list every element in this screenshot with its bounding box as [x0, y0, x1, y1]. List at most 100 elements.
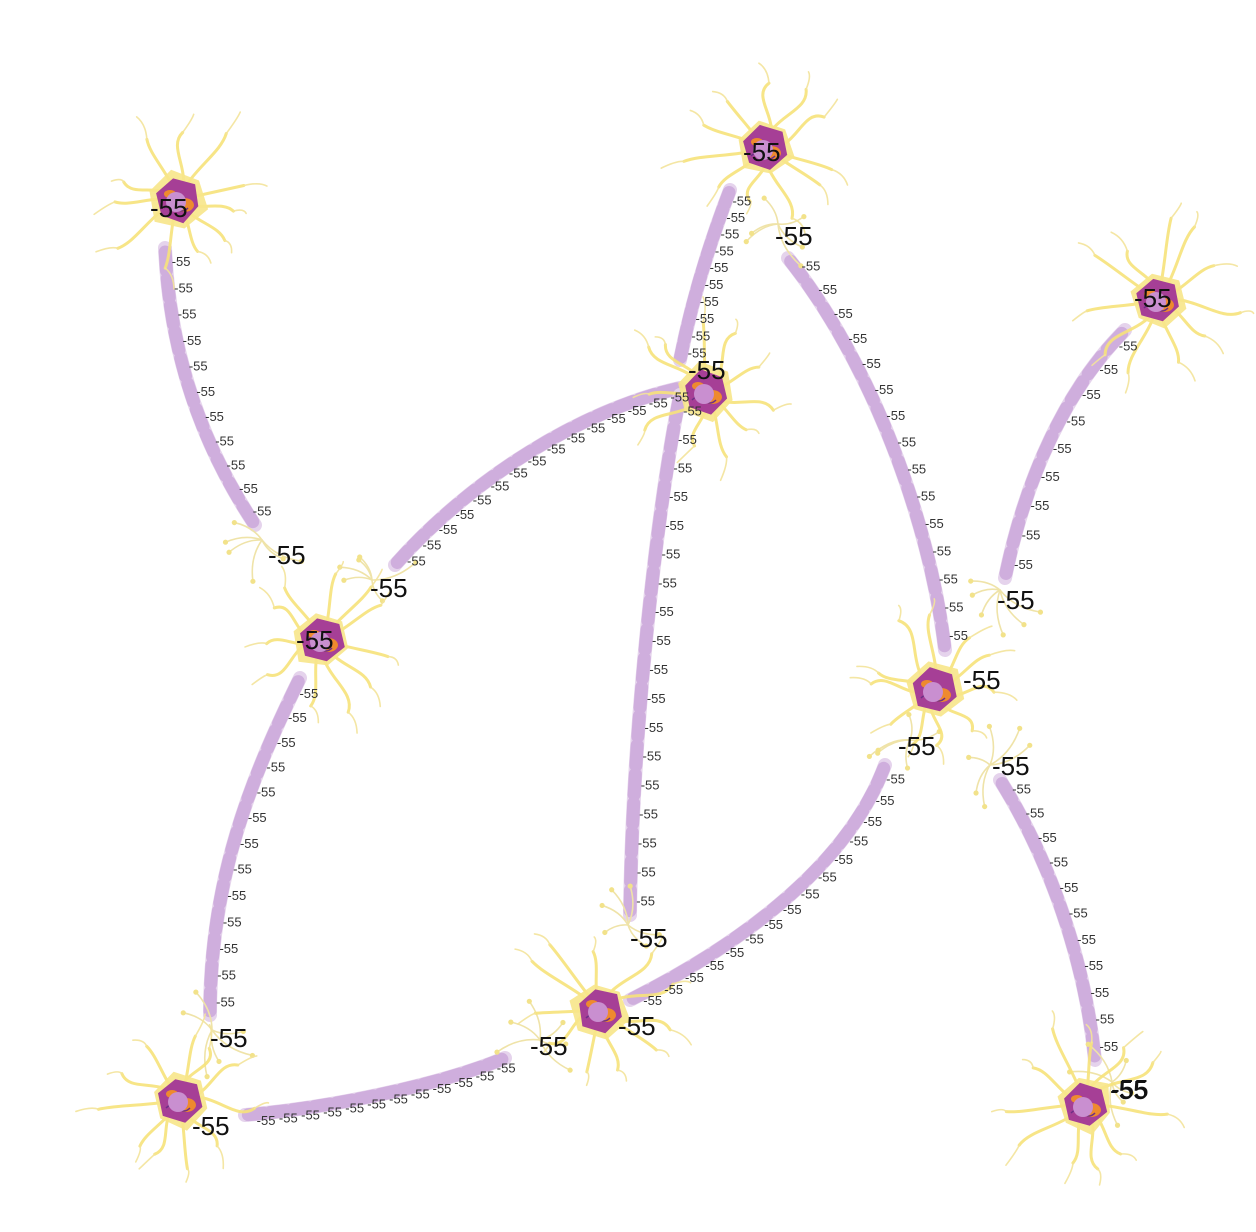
segment-potential-label: -55: [863, 814, 882, 829]
segment-potential-label: -55: [196, 384, 215, 399]
dendrite-branch: [309, 705, 320, 724]
nucleus: [1073, 1097, 1093, 1117]
terminal-branch: [982, 764, 991, 808]
myelin-segment: [859, 783, 881, 811]
segment-potential-label: -55: [509, 466, 528, 481]
dendrite-branch: [533, 933, 551, 946]
segment-potential-label: -55: [705, 958, 724, 973]
myelin-segment: [272, 699, 293, 730]
synaptic-bouton: [508, 1019, 514, 1025]
nucleus: [1146, 292, 1166, 312]
myelin-segment: [668, 961, 696, 983]
segment-potential-label: -55: [647, 691, 666, 706]
myelin-segment: [935, 619, 951, 653]
synaptic-bouton: [966, 754, 972, 760]
segment-potential-label: -55: [205, 409, 224, 424]
dendrite-branch: [1064, 1162, 1074, 1185]
myelin-segment: [641, 594, 657, 628]
segment-potential-label: -55: [658, 575, 677, 590]
dendrite-branch: [134, 1145, 142, 1163]
synaptic-bouton: [1114, 1122, 1121, 1128]
synaptic-bouton: [494, 1049, 500, 1055]
axon-a10: [993, 773, 1102, 1067]
axon-terminal-t7: [966, 723, 1033, 810]
segment-potential-label: -55: [423, 537, 442, 552]
segment-potential-label: -55: [1084, 958, 1103, 973]
synaptic-bouton: [1123, 1057, 1129, 1064]
myelin-segment: [232, 799, 252, 831]
terminal-branch: [203, 1029, 213, 1078]
segment-potential-label: -55: [710, 260, 729, 275]
segment-potential-label: -55: [700, 294, 719, 309]
segment-potential-label: -55: [1049, 855, 1068, 870]
dendrite-branch: [823, 98, 839, 118]
synaptic-bouton: [743, 239, 749, 245]
dendrite-branch: [689, 109, 705, 126]
terminal-potential-label: -55: [898, 731, 936, 761]
neuron-n7: [514, 933, 692, 1087]
synaptic-bouton: [563, 1041, 569, 1047]
synaptic-bouton: [904, 765, 911, 771]
segment-potential-label: -55: [862, 356, 881, 371]
segment-potential-label: -55: [389, 1092, 408, 1107]
axon-a3: [238, 1051, 512, 1122]
neuron-potential-label: -55: [743, 137, 781, 167]
terminal-potential-label: -55: [268, 540, 306, 570]
terminal-potential-label: -55: [997, 585, 1035, 615]
myelin-segment: [801, 860, 826, 885]
segment-potential-label: -55: [1031, 498, 1050, 513]
terminal-branch: [211, 1029, 254, 1057]
segment-potential-label: -55: [476, 1068, 495, 1083]
synaptic-bouton: [875, 747, 881, 753]
dendrite-branch: [232, 209, 247, 215]
myelin-segment: [718, 185, 736, 211]
terminal-branch: [988, 725, 995, 766]
dendrite-branch: [370, 568, 383, 588]
segment-potential-label: -55: [439, 522, 458, 537]
myelin-segment: [668, 392, 686, 426]
dendrite-branch: [93, 201, 116, 216]
segment-potential-label: -55: [497, 1061, 516, 1076]
myelin-segment: [847, 804, 870, 831]
segment-potential-label: -55: [1041, 469, 1060, 484]
dendrite-branch: [1122, 1030, 1144, 1049]
dendrite-branch: [1177, 361, 1196, 382]
terminal-branch: [610, 888, 629, 926]
segment-potential-label: -55: [783, 902, 802, 917]
dendrite-branch: [660, 160, 685, 169]
nucleus: [166, 192, 186, 212]
segment-potential-label: -55: [1026, 805, 1045, 820]
segment-potential-label: -55: [1091, 985, 1110, 1000]
synaptic-bouton: [250, 578, 256, 584]
myelin-segment: [1033, 848, 1055, 880]
segment-potential-label: -55: [1012, 782, 1031, 797]
myelin-segment: [817, 842, 842, 868]
dendrite-branch: [849, 676, 872, 685]
myelin-segment: [550, 422, 578, 443]
terminal-branch: [510, 1021, 541, 1041]
terminal-branch: [224, 536, 263, 544]
myelin-segment: [858, 375, 880, 408]
dendrite-branch: [347, 711, 358, 734]
myelin-segment: [784, 876, 810, 902]
axon-terminal-t4: [968, 578, 1044, 638]
myelin-segment: [225, 825, 244, 857]
myelin-segment: [330, 1093, 359, 1110]
segment-potential-label: -55: [227, 457, 246, 472]
synaptic-bouton: [298, 558, 305, 564]
dendrite-branch: [1096, 1168, 1102, 1186]
myelin-segment: [1053, 899, 1073, 931]
dendrite-branch: [194, 1013, 207, 1037]
synaptic-bouton: [801, 214, 807, 220]
segment-potential-label: -55: [257, 785, 276, 800]
dendrite-branch: [1124, 371, 1130, 394]
terminal-branch: [251, 539, 263, 583]
segment-potential-label: -55: [932, 544, 951, 559]
myelin-segment: [631, 709, 646, 744]
dendrite-branch: [830, 168, 849, 186]
segment-potential-label: -55: [1082, 387, 1101, 402]
terminal-branch: [989, 744, 1031, 766]
segment-potential-label: -55: [1069, 906, 1088, 921]
segment-potential-label: -55: [641, 778, 660, 793]
synaptic-bouton: [1017, 725, 1023, 731]
